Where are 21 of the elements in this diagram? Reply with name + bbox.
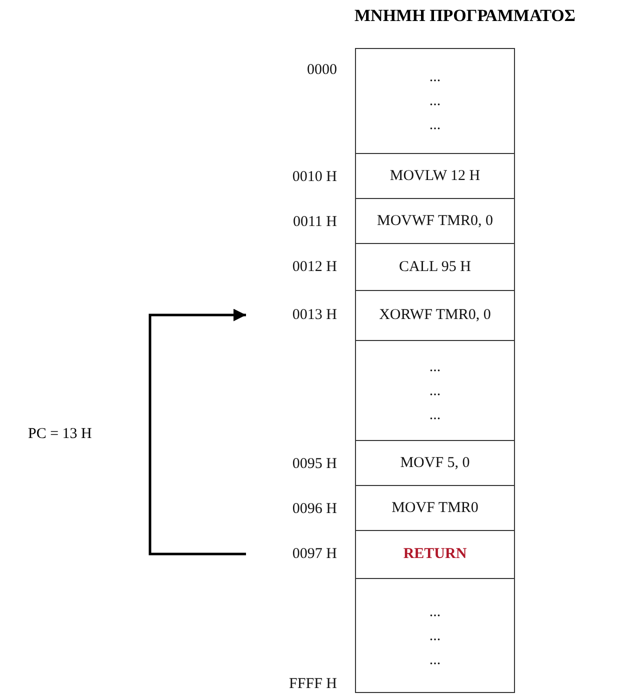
memory-cell: MOVWF TMR0, 0: [355, 198, 515, 244]
memory-address: FFFF H: [288, 675, 337, 693]
memory-cell: MOVF TMR0: [355, 485, 515, 531]
memory-cell: ... ... ...: [355, 48, 515, 154]
memory-address: 0000: [306, 61, 337, 79]
memory-cell: ... ... ...: [355, 340, 515, 441]
memory-cell: XORWF TMR0, 0: [355, 290, 515, 341]
memory-cell: ... ... ...: [355, 578, 515, 693]
memory-cell: CALL 95 H: [355, 243, 515, 291]
memory-address: 0095 H: [291, 455, 337, 473]
memory-cell: RETURN: [355, 530, 515, 579]
memory-cell: MOVF 5, 0: [355, 440, 515, 486]
diagram-title: ΜΝΗΜΗ ΠΡΟΓΡΑΜΜΑΤΟΣ: [354, 6, 576, 26]
memory-cell: MOVLW 12 H: [355, 153, 515, 199]
memory-address: 0096 H: [291, 500, 337, 518]
arrow: [148, 308, 246, 556]
memory-address: 0011 H: [292, 213, 337, 231]
memory-address: 0010 H: [291, 168, 337, 186]
memory-address: 0097 H: [252, 545, 337, 563]
memory-address: 0012 H: [291, 258, 337, 276]
memory-address: 0013 H: [252, 306, 337, 324]
